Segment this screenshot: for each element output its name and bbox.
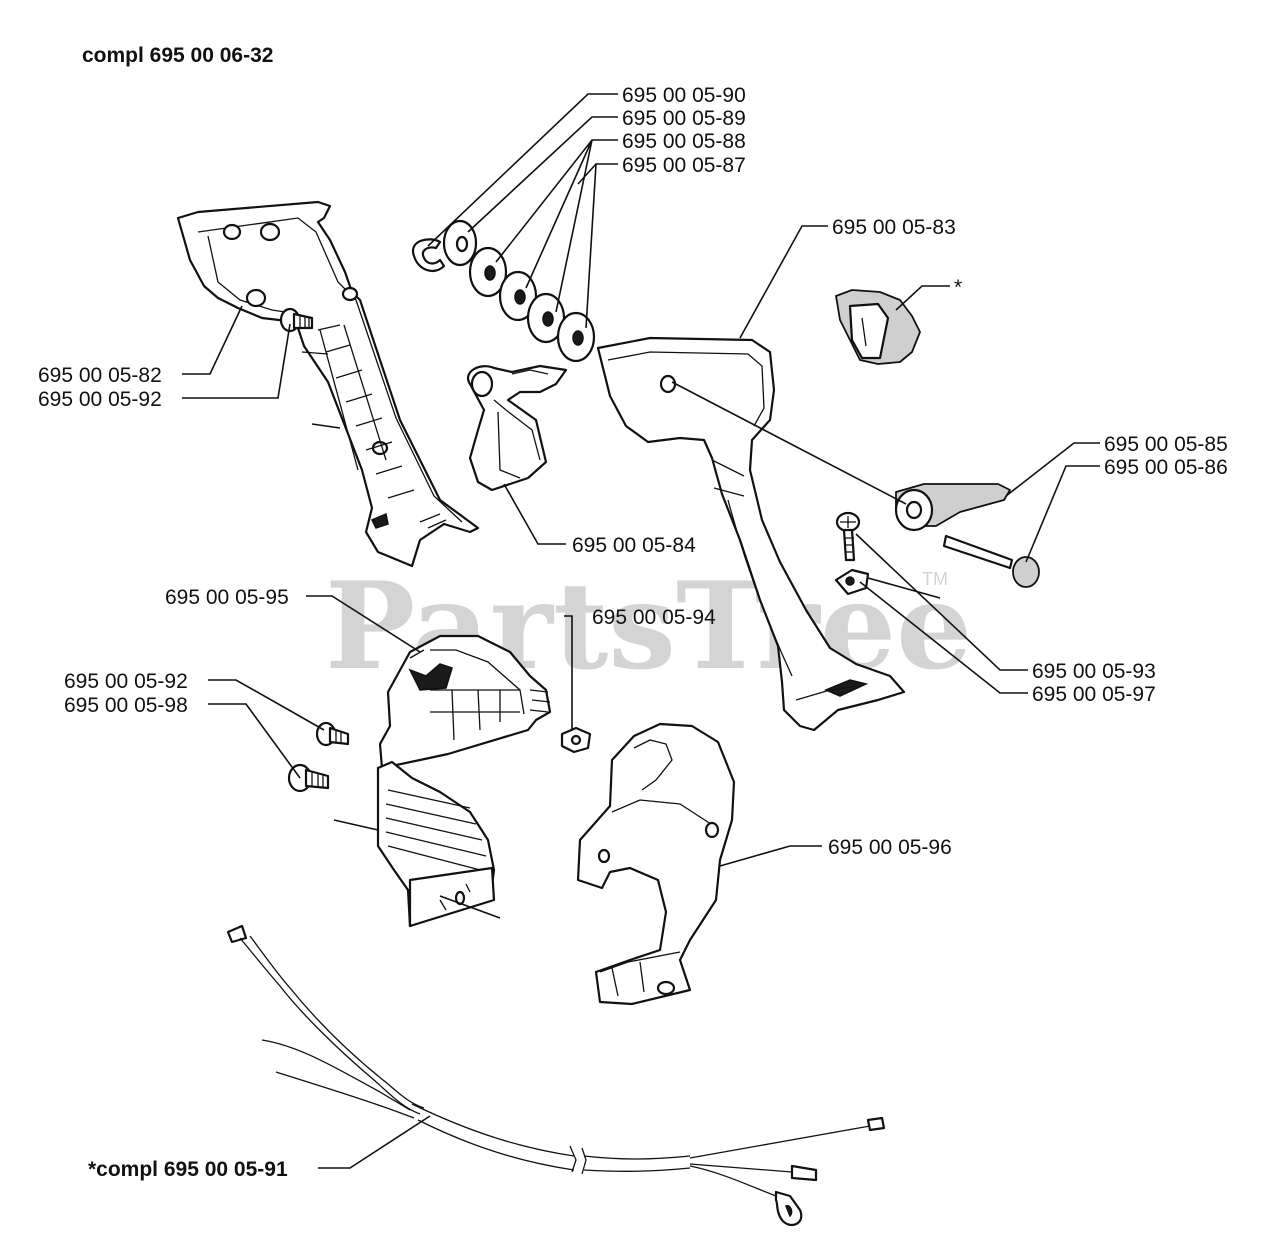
label-695-00-05-83[interactable]: 695 00 05-83 <box>832 216 956 239</box>
clamp-lower-left <box>376 760 496 928</box>
label-695-00-05-93[interactable]: 695 00 05-93 <box>1032 660 1156 683</box>
throttle-trigger <box>467 364 568 492</box>
screw-lower-92 <box>315 721 350 747</box>
washer-stack <box>442 219 596 363</box>
label-695-00-05-84[interactable]: 695 00 05-84 <box>572 534 696 557</box>
label-compl-695-00-05-91[interactable]: *compl 695 00 05-91 <box>88 1158 288 1181</box>
right-handle-half <box>596 336 906 732</box>
screw-93 <box>835 511 861 562</box>
left-handle-half <box>176 200 480 568</box>
clamp-right <box>576 722 736 1006</box>
clip <box>411 238 446 273</box>
label-695-00-05-95[interactable]: 695 00 05-95 <box>165 586 289 609</box>
clamp-upper <box>378 634 552 770</box>
leader-lines <box>182 93 1100 1169</box>
washer-97 <box>834 568 870 596</box>
label-695-00-05-94[interactable]: 695 00 05-94 <box>592 606 716 629</box>
pivot-pin <box>942 534 1040 588</box>
label-695-00-05-92-upper[interactable]: 695 00 05-92 <box>38 388 162 411</box>
label-695-00-05-86[interactable]: 695 00 05-86 <box>1104 456 1228 479</box>
label-695-00-05-87[interactable]: 695 00 05-87 <box>622 154 746 177</box>
label-695-00-05-92-lower[interactable]: 695 00 05-92 <box>64 670 188 693</box>
screw-upper-left <box>279 307 314 333</box>
part-labels: 695 00 05-90 695 00 05-89 695 00 05-88 6… <box>38 84 1228 1181</box>
label-695-00-05-97[interactable]: 695 00 05-97 <box>1032 683 1156 706</box>
watermark-trademark: TM <box>922 569 948 589</box>
label-695-00-05-89[interactable]: 695 00 05-89 <box>622 107 746 130</box>
label-695-00-05-90[interactable]: 695 00 05-90 <box>622 84 746 107</box>
wire-harness <box>226 924 886 1227</box>
assembly-title: compl 695 00 06-32 <box>82 44 273 67</box>
label-695-00-05-85[interactable]: 695 00 05-85 <box>1104 433 1228 456</box>
switch-button <box>835 289 921 365</box>
label-695-00-05-88[interactable]: 695 00 05-88 <box>622 130 746 153</box>
square-nut <box>560 726 592 754</box>
label-695-00-05-96[interactable]: 695 00 05-96 <box>828 836 952 859</box>
label-695-00-05-82[interactable]: 695 00 05-82 <box>38 364 162 387</box>
lock-knob <box>894 483 1011 532</box>
screw-lower-98 <box>287 763 330 793</box>
label-star[interactable]: * <box>954 276 962 299</box>
label-695-00-05-98[interactable]: 695 00 05-98 <box>64 694 188 717</box>
